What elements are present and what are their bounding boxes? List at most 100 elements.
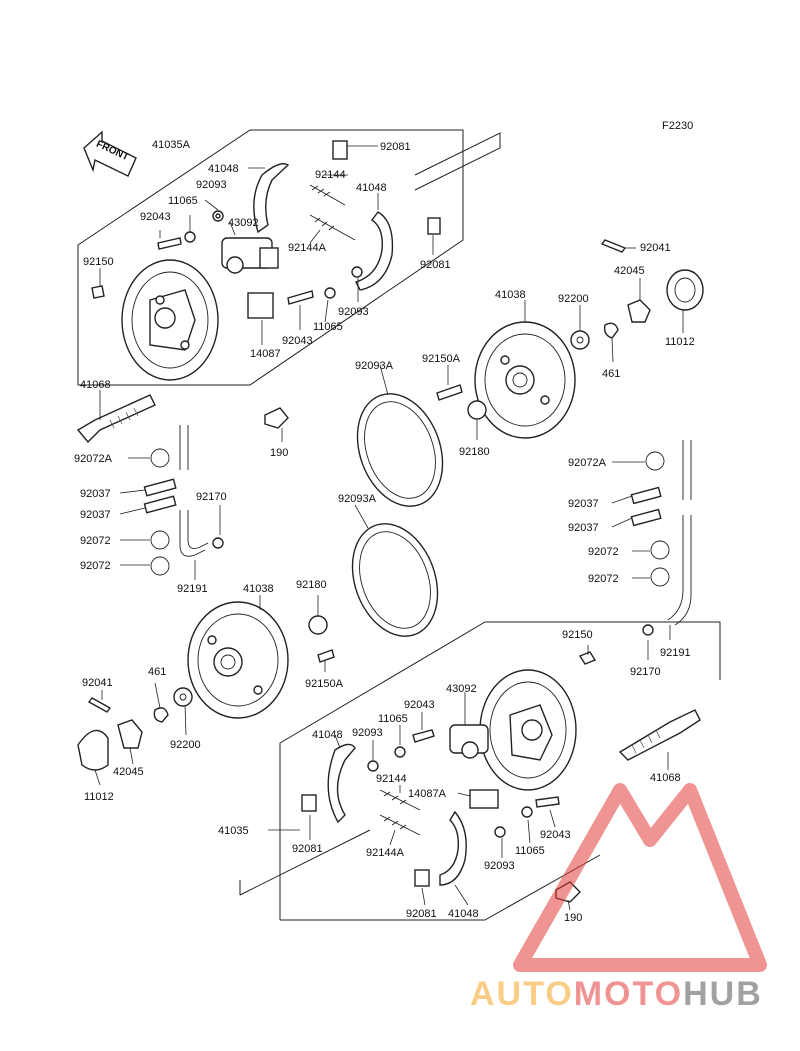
watermark-logo: AUTOMOTOHUB [470, 783, 767, 1013]
label-41068: 41068 [650, 772, 681, 784]
lower-axle-shaft [618, 709, 701, 761]
label-41035: 41035 [218, 825, 249, 837]
upper-brake-shoe-1 [253, 163, 290, 234]
upper-hub-parts [436, 239, 704, 420]
label-92043: 92043 [282, 335, 313, 347]
label-92180: 92180 [296, 579, 327, 591]
label-92150A: 92150A [305, 678, 344, 690]
upper-backing-plate [121, 259, 219, 381]
label-11065: 11065 [313, 321, 343, 333]
label-41035A: 41035A [152, 139, 191, 151]
label-11012: 11012 [84, 791, 114, 803]
label-41068: 41068 [80, 379, 111, 391]
lower-brake-shoe-1 [327, 743, 356, 824]
label-42045: 42045 [614, 265, 645, 277]
label-92093: 92093 [484, 860, 515, 872]
label-461: 461 [148, 666, 166, 678]
label-190: 190 [564, 912, 582, 924]
label-14087: 14087 [250, 348, 281, 360]
label-11065: 11065 [378, 713, 408, 725]
label-92144A: 92144A [366, 847, 405, 859]
label-92041: 92041 [82, 677, 113, 689]
front-direction-arrow: FRONT [83, 130, 137, 177]
label-92081: 92081 [406, 908, 437, 920]
label-41038: 41038 [495, 289, 526, 301]
leader-lines [94, 145, 684, 911]
label-11065: 11065 [515, 845, 545, 857]
label-92037: 92037 [568, 498, 599, 510]
label-92191: 92191 [177, 583, 208, 595]
upper-seal-ring [356, 393, 444, 507]
label-14087A: 14087A [408, 788, 447, 800]
label-92043: 92043 [140, 211, 171, 223]
label-190: 190 [270, 447, 288, 459]
watermark-text-hub: HUB [683, 975, 763, 1013]
right-brake-hose [630, 440, 692, 636]
label-92093: 92093 [338, 306, 369, 318]
label-92150: 92150 [83, 256, 114, 268]
label-41038: 41038 [243, 583, 274, 595]
label-92191: 92191 [660, 647, 691, 659]
label-92043: 92043 [540, 829, 571, 841]
watermark-triangle [513, 783, 767, 972]
lower-small-parts [301, 651, 597, 887]
lower-seal-ring [351, 523, 439, 637]
part-labels: F2230 41035A 41048 92081 92093 92144 410… [74, 120, 695, 924]
lower-assembly-frame [239, 621, 721, 921]
label-92093A: 92093A [338, 493, 377, 505]
label-92072A: 92072A [568, 457, 607, 469]
label-92093A: 92093A [355, 360, 394, 372]
label-92037: 92037 [80, 488, 111, 500]
label-92093: 92093 [196, 179, 227, 191]
label-92170: 92170 [630, 666, 661, 678]
label-92072: 92072 [80, 535, 111, 547]
label-41048: 41048 [208, 163, 239, 175]
upper-axle-shaft [76, 394, 156, 444]
label-41048: 41048 [312, 729, 343, 741]
label-92037: 92037 [80, 509, 111, 521]
label-92072: 92072 [80, 560, 111, 572]
label-92037: 92037 [568, 522, 599, 534]
svg-text:AUTOMOTOHUB: AUTOMOTOHUB [470, 975, 763, 1013]
lower-hub-parts [77, 615, 335, 771]
watermark-text-moto: MOTO [574, 975, 683, 1013]
lower-backing-plate [479, 669, 577, 791]
label-92081: 92081 [420, 259, 451, 271]
label-92072A: 92072A [74, 453, 113, 465]
lower-wheel-cylinder [449, 724, 489, 759]
label-43092: 43092 [228, 217, 259, 229]
label-92144A: 92144A [288, 242, 327, 254]
label-92200: 92200 [170, 739, 201, 751]
watermark-text-auto: AUTO [470, 975, 574, 1013]
label-92150A: 92150A [422, 353, 461, 365]
upper-brake-drum [474, 321, 576, 439]
label-11065: 11065 [168, 195, 198, 207]
left-brake-hose [143, 425, 224, 576]
label-11012: 11012 [665, 336, 695, 348]
label-41048: 41048 [448, 908, 479, 920]
upper-brake-shoe-2 [355, 211, 394, 291]
label-92041: 92041 [640, 242, 671, 254]
label-92081: 92081 [380, 141, 411, 153]
upper-assembly-frame [77, 129, 501, 386]
label-92081: 92081 [292, 843, 323, 855]
upper-wheel-cylinder [221, 237, 279, 274]
label-92200: 92200 [558, 293, 589, 305]
lower-brake-shoe-2 [439, 810, 467, 886]
label-92170: 92170 [196, 491, 227, 503]
label-43092: 43092 [446, 683, 477, 695]
label-92180: 92180 [459, 446, 490, 458]
figure-code: F2230 [662, 120, 693, 132]
label-92043: 92043 [404, 699, 435, 711]
label-92144: 92144 [315, 169, 346, 181]
label-92093: 92093 [352, 727, 383, 739]
label-461: 461 [602, 368, 620, 380]
label-92072: 92072 [588, 573, 619, 585]
label-92144: 92144 [376, 773, 407, 785]
label-92072: 92072 [588, 546, 619, 558]
lower-brake-drum [187, 601, 289, 719]
label-92150: 92150 [562, 629, 593, 641]
upper-small-parts [91, 140, 441, 319]
label-42045: 42045 [113, 766, 144, 778]
